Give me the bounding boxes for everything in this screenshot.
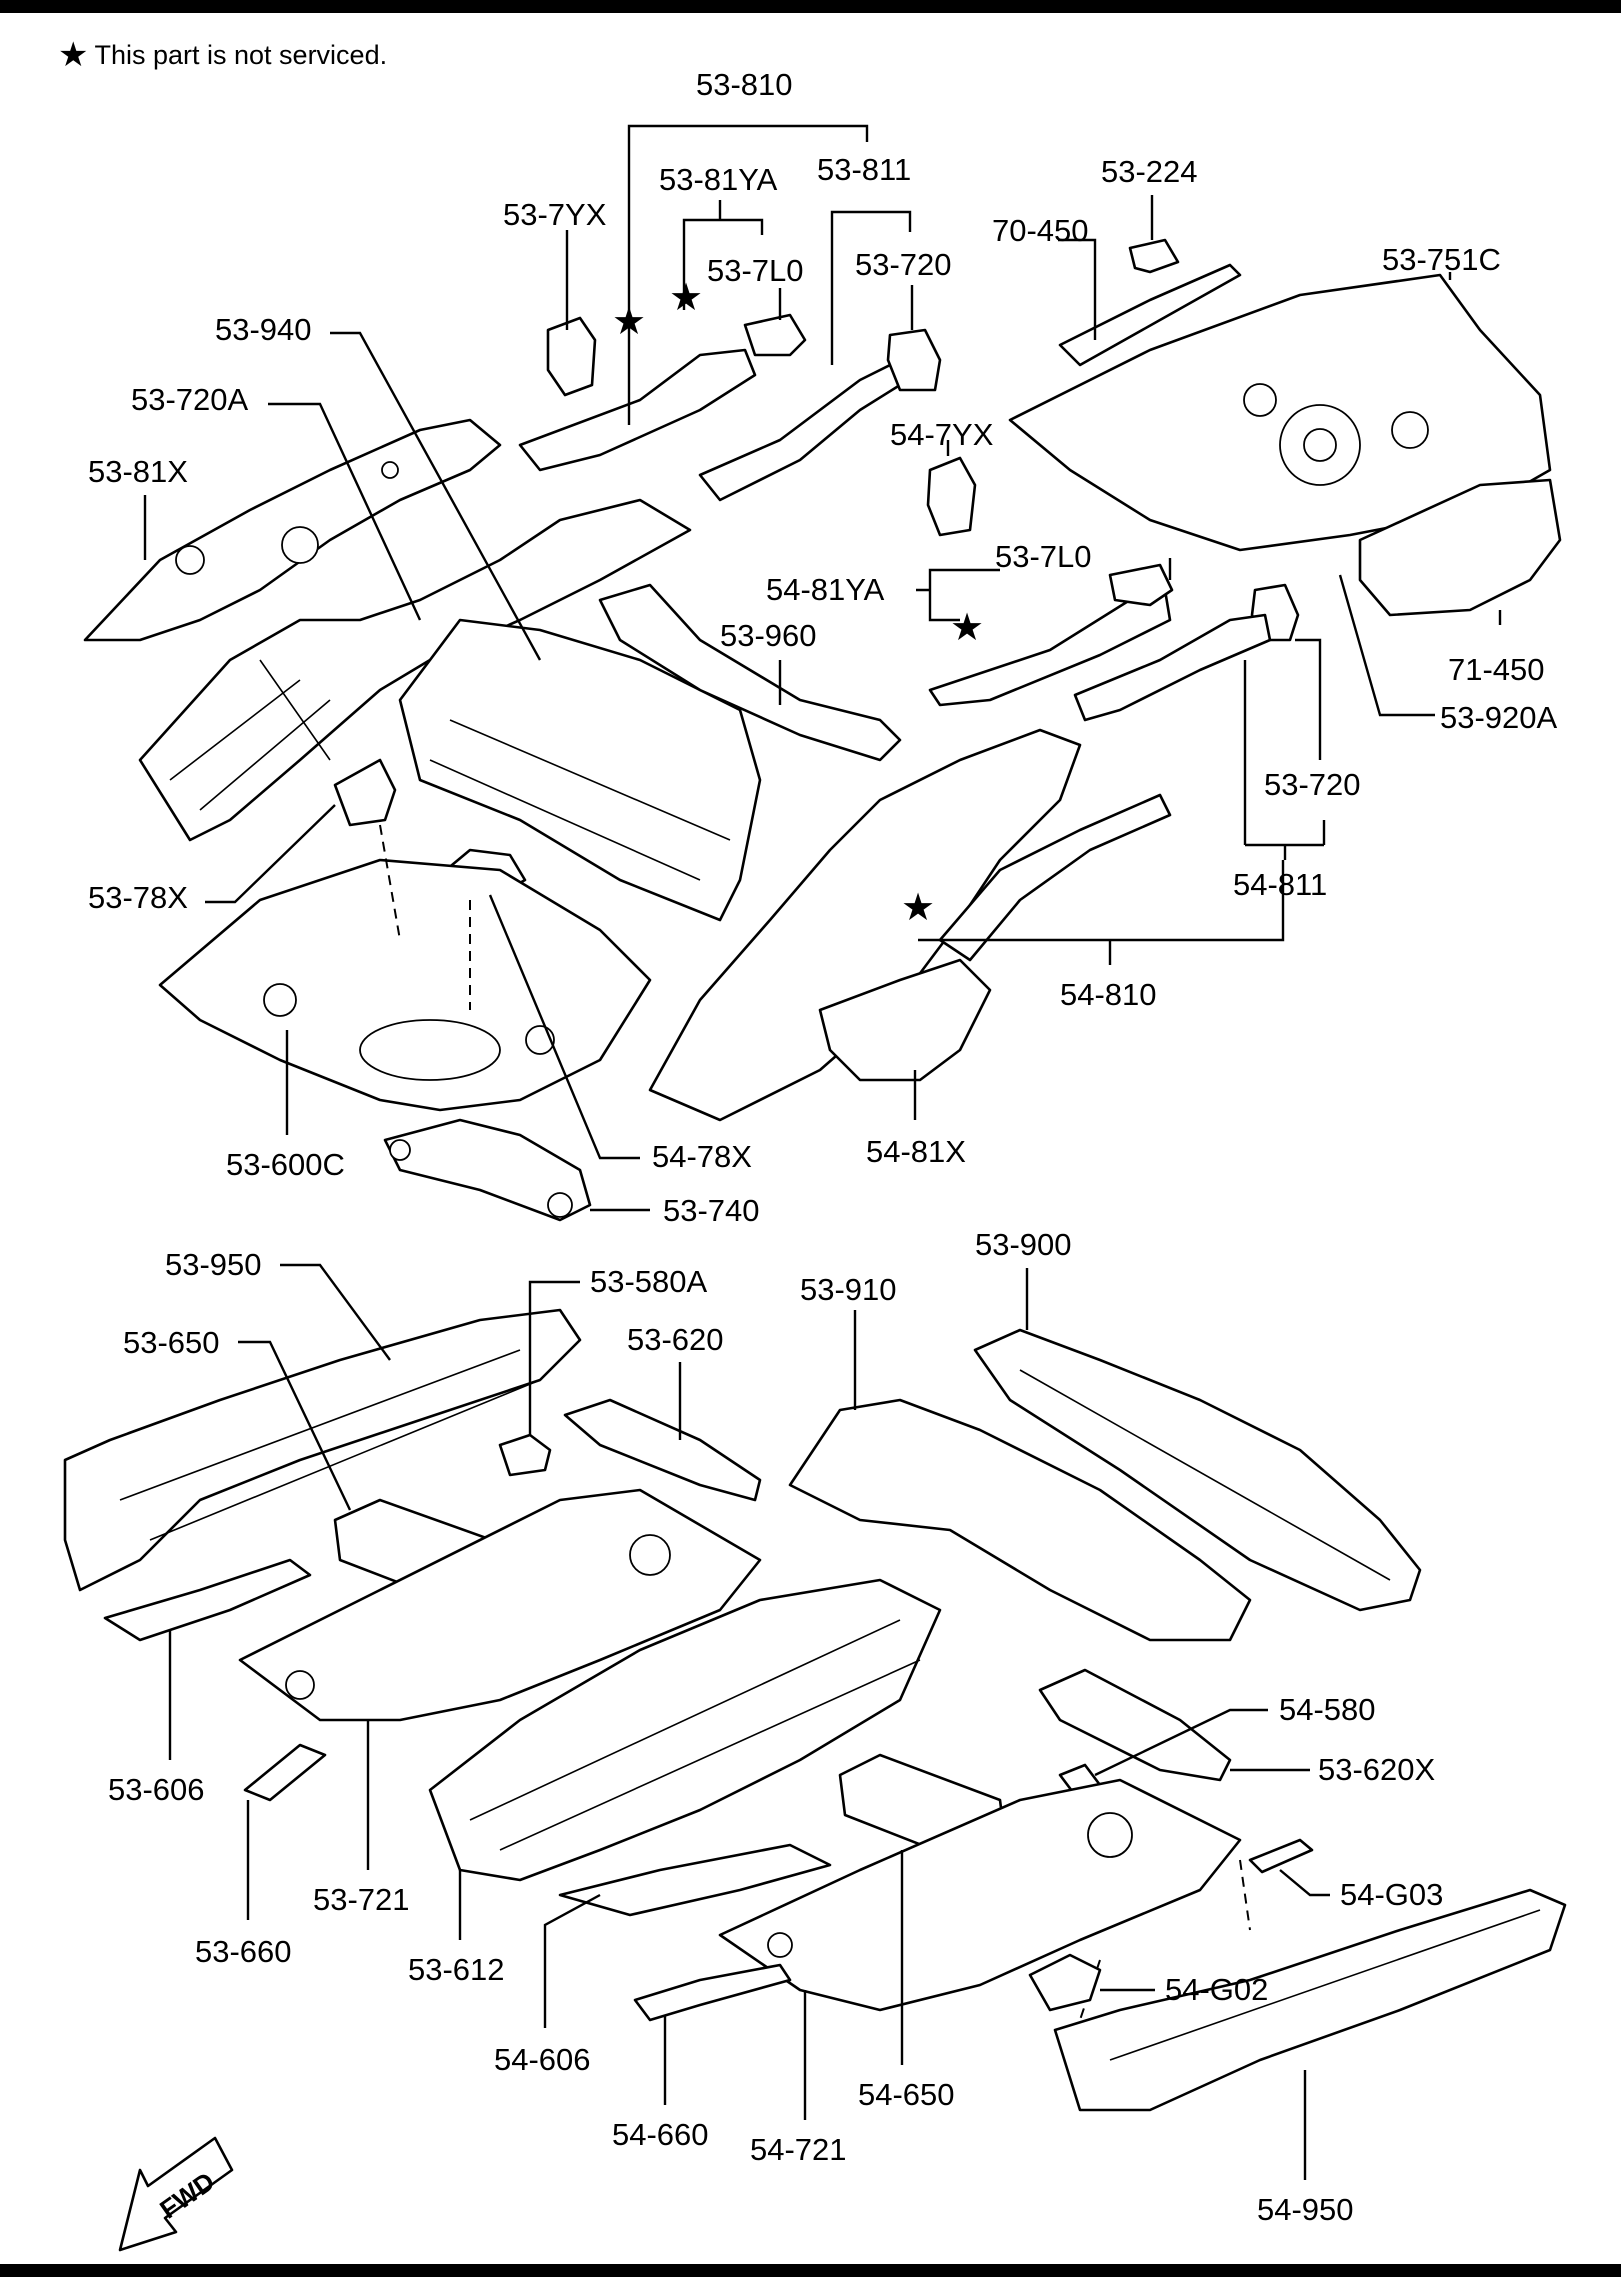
- callout-54-606: 54-606: [494, 2042, 591, 2077]
- part-53-940: [398, 618, 762, 922]
- part-outlines: [63, 238, 1567, 2112]
- callout-53-920A: 53-920A: [1440, 700, 1558, 735]
- callout-54-G03: 54-G03: [1340, 1877, 1443, 1912]
- part-54-81X: [818, 958, 992, 1082]
- part-70-450: [1058, 263, 1242, 367]
- part-53-7L0-mid: [1108, 563, 1174, 607]
- callout-70-450: 70-450: [992, 213, 1089, 248]
- callout-53-740: 53-740: [663, 1193, 760, 1228]
- star-icon: ★: [901, 887, 935, 929]
- leader-lines: [143, 124, 1502, 2180]
- callout-53-720-mid: 53-720: [1264, 767, 1361, 802]
- part-53-606: [103, 1558, 312, 1642]
- fwd-arrow: FWD: [118, 2136, 234, 2252]
- top-border-bar: [0, 0, 1621, 13]
- callout-54-650: 54-650: [858, 2077, 955, 2112]
- not-serviced-note-text: This part is not serviced.: [94, 39, 388, 70]
- bottom-border-bar: [0, 2264, 1621, 2277]
- part-54-G03: [1248, 1838, 1314, 1874]
- callout-54-580: 54-580: [1279, 1692, 1376, 1727]
- callout-54-660: 54-660: [612, 2117, 709, 2152]
- part-53-720-top: [886, 328, 942, 392]
- callout-labels: 53-810 53-811 53-81YA 53-7YX 53-7L0 53-7…: [88, 67, 1558, 2227]
- star-icon: ★: [669, 277, 703, 319]
- callout-53-580A: 53-580A: [590, 1264, 708, 1299]
- part-53-751C: [1008, 273, 1552, 552]
- part-53-620X: [1038, 1668, 1232, 1782]
- part-53-78X: [333, 758, 397, 827]
- star-icon: ★: [58, 36, 89, 74]
- part-53-7YX: [546, 316, 597, 397]
- part-53-620: [563, 1398, 762, 1502]
- callout-53-811: 53-811: [817, 152, 911, 187]
- callout-53-620X: 53-620X: [1318, 1752, 1436, 1787]
- callout-54-811: 54-811: [1233, 867, 1327, 902]
- part-54-660: [633, 1963, 792, 2022]
- callout-53-78X: 53-78X: [88, 880, 188, 915]
- callout-53-810: 53-810: [696, 67, 793, 102]
- callout-53-606: 53-606: [108, 1772, 205, 1807]
- callout-53-650: 53-650: [123, 1325, 220, 1360]
- callout-53-660: 53-660: [195, 1934, 292, 1969]
- callout-54-721: 54-721: [750, 2132, 847, 2167]
- part-53-660: [243, 1743, 327, 1802]
- callout-54-950: 54-950: [1257, 2192, 1354, 2227]
- part-53-740: [383, 1118, 592, 1222]
- not-serviced-note: ★ This part is not serviced.: [58, 38, 387, 72]
- callout-53-7YX: 53-7YX: [503, 197, 607, 232]
- part-53-721: [238, 1488, 762, 1722]
- callout-53-81X: 53-81X: [88, 454, 188, 489]
- part-53-580A: [498, 1433, 552, 1477]
- callout-53-721: 53-721: [313, 1882, 410, 1917]
- callout-53-600C: 53-600C: [226, 1147, 345, 1182]
- callout-54-7YX: 54-7YX: [890, 417, 994, 452]
- part-54-950: [1053, 1888, 1567, 2112]
- callout-71-450: 71-450: [1448, 652, 1545, 687]
- callout-54-81X: 54-81X: [866, 1134, 966, 1169]
- part-53-7L0-top: [743, 313, 807, 357]
- part-54-811: [1073, 613, 1272, 722]
- callout-53-900: 53-900: [975, 1227, 1072, 1262]
- callout-53-224: 53-224: [1101, 154, 1198, 189]
- callout-53-7L0-mid: 53-7L0: [995, 539, 1092, 574]
- star-icon: ★: [950, 607, 984, 649]
- callout-53-720A: 53-720A: [131, 382, 249, 417]
- part-54-81YA: [928, 588, 1172, 707]
- part-53-224: [1128, 238, 1180, 274]
- part-54-606: [558, 1843, 832, 1917]
- part-54-7YX: [926, 456, 977, 537]
- callout-54-810: 54-810: [1060, 977, 1157, 1012]
- callout-53-7L0-top: 53-7L0: [707, 253, 804, 288]
- fwd-arrow-icon: [118, 2136, 234, 2252]
- part-53-960: [598, 583, 902, 762]
- callout-53-940: 53-940: [215, 312, 312, 347]
- part-53-720A: [138, 498, 692, 842]
- callout-54-81YA: 54-81YA: [766, 572, 885, 607]
- callout-53-751C: 53-751C: [1382, 242, 1501, 277]
- part-54-G02: [1028, 1953, 1102, 2012]
- callout-53-620: 53-620: [627, 1322, 724, 1357]
- callout-53-612: 53-612: [408, 1952, 505, 1987]
- callout-53-960: 53-960: [720, 618, 817, 653]
- callout-53-910: 53-910: [800, 1272, 897, 1307]
- callout-53-950: 53-950: [165, 1247, 262, 1282]
- callout-53-81YA: 53-81YA: [659, 162, 778, 197]
- callout-54-78X: 54-78X: [652, 1139, 752, 1174]
- callout-54-G02: 54-G02: [1165, 1972, 1268, 2007]
- part-53-81YA: [518, 348, 757, 472]
- part-71-450: [1358, 478, 1562, 617]
- callout-53-720-top: 53-720: [855, 247, 952, 282]
- part-53-910: [788, 1398, 1252, 1642]
- part-53-612: [428, 1578, 942, 1882]
